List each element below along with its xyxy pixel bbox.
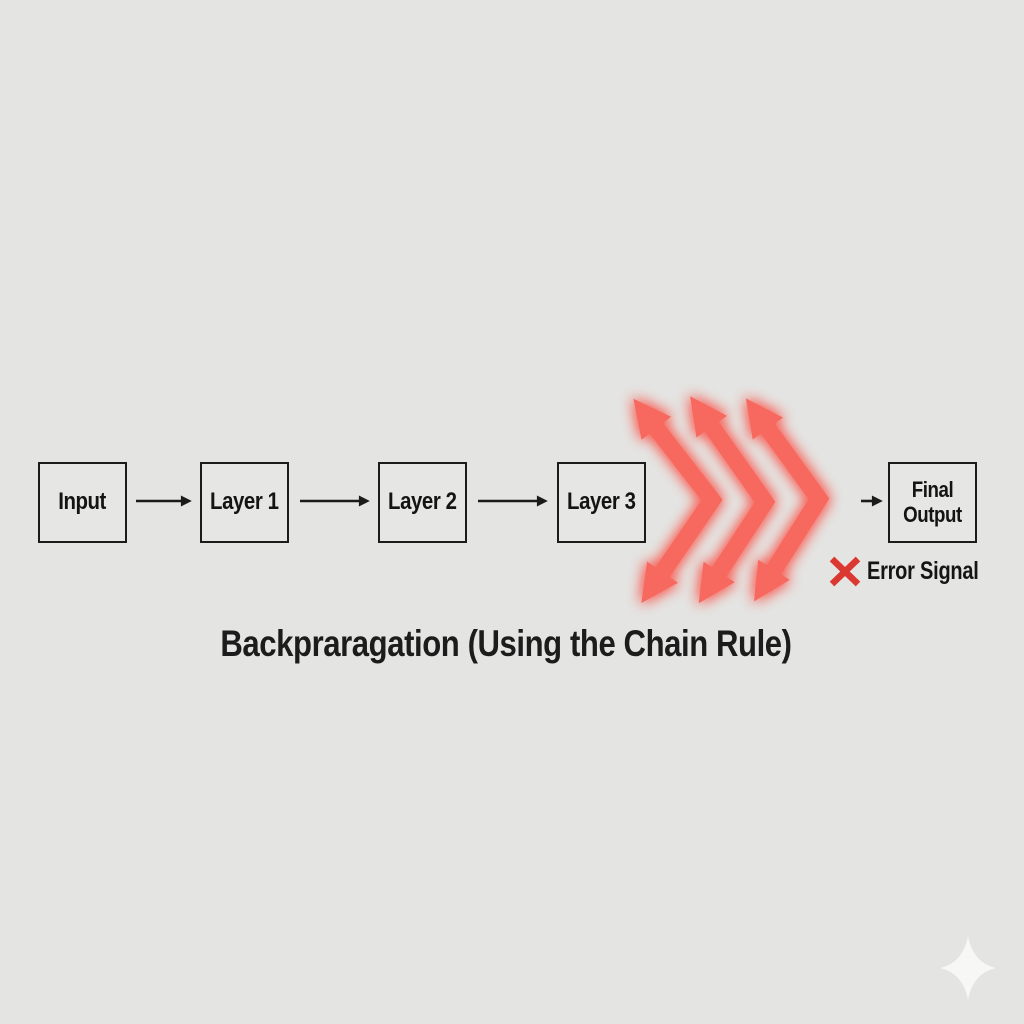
node-layer-3-label: Layer 3 bbox=[567, 488, 636, 516]
node-input-label: Input bbox=[58, 488, 107, 516]
node-layer-2: Layer 2 bbox=[378, 462, 467, 543]
backprop-chevron-arrows-icon bbox=[633, 396, 830, 604]
error-x-icon bbox=[829, 556, 861, 587]
node-final-output: Final Output bbox=[888, 462, 977, 543]
node-input: Input bbox=[38, 462, 127, 543]
backprop-arrow-1 bbox=[633, 398, 723, 603]
node-layer-1: Layer 1 bbox=[200, 462, 289, 543]
node-layer-3: Layer 3 bbox=[557, 462, 646, 543]
node-final-output-label: Final Output bbox=[903, 476, 962, 527]
sparkle-icon bbox=[940, 936, 996, 1000]
error-signal-label: Error Signal bbox=[867, 557, 979, 585]
diagram-title: Backpraragation (Using the Chain Rule) bbox=[220, 623, 792, 664]
node-layer-2-label: Layer 2 bbox=[388, 488, 457, 516]
backprop-arrow-3 bbox=[745, 398, 830, 602]
node-layer-1-label: Layer 1 bbox=[210, 488, 279, 516]
